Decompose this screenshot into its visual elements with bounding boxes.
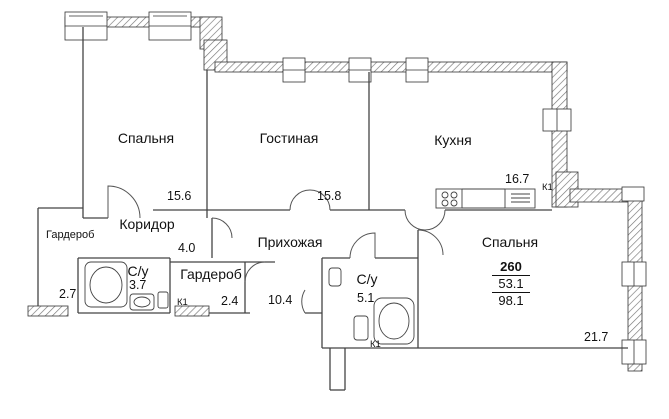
- hallway-name: Прихожая: [257, 234, 323, 250]
- toilet-icon-2: [328, 267, 342, 287]
- interior-walls: [37, 27, 628, 391]
- bathroom-2-name: С/у: [356, 271, 378, 287]
- living-name: Гостиная: [259, 130, 319, 146]
- sink-icon-2: [353, 315, 369, 341]
- stove-icon: [435, 188, 463, 209]
- bathroom-1-name: С/у: [127, 263, 149, 279]
- corridor-name: Коридор: [119, 216, 175, 232]
- bedroom-1-name: Спальня: [117, 130, 175, 146]
- bathroom-1-area: 3.7: [129, 278, 147, 292]
- wardrobe-1-area: 2.7: [59, 287, 77, 301]
- area-totals: 260 53.1 98.1: [492, 259, 530, 309]
- k1-marker-kitchen: К1: [542, 182, 553, 193]
- kitchen-area: 16.7: [505, 172, 530, 186]
- windows: [64, 11, 647, 365]
- bedroom-2-name: Спальня: [481, 234, 539, 250]
- doors: [107, 185, 446, 314]
- k1-marker-bathroom: К1: [370, 339, 381, 350]
- wardrobe-2-area: 2.4: [221, 294, 239, 308]
- wardrobe-1-name: Гардероб: [46, 229, 95, 241]
- full-area-total: 98.1: [498, 293, 524, 308]
- bedroom-1-area: 15.6: [167, 189, 192, 203]
- k1-marker-wardrobe: К1: [177, 297, 188, 308]
- kitchen-name: Кухня: [434, 132, 472, 148]
- toilet-icon: [157, 291, 169, 309]
- wardrobe-2-name: Гардероб: [180, 266, 242, 282]
- living-area: 15.8: [317, 189, 342, 203]
- total-area: 260: [492, 259, 530, 276]
- kitchen-sink-icon: [504, 188, 536, 209]
- bedroom-2-area: 21.7: [584, 330, 609, 344]
- fixtures: [84, 188, 536, 345]
- exterior-walls: [27, 16, 643, 372]
- bathroom-2-area: 5.1: [357, 291, 375, 305]
- living-area-total: 53.1: [492, 276, 530, 293]
- hallway-area: 10.4: [268, 293, 293, 307]
- corridor-area: 4.0: [178, 241, 196, 255]
